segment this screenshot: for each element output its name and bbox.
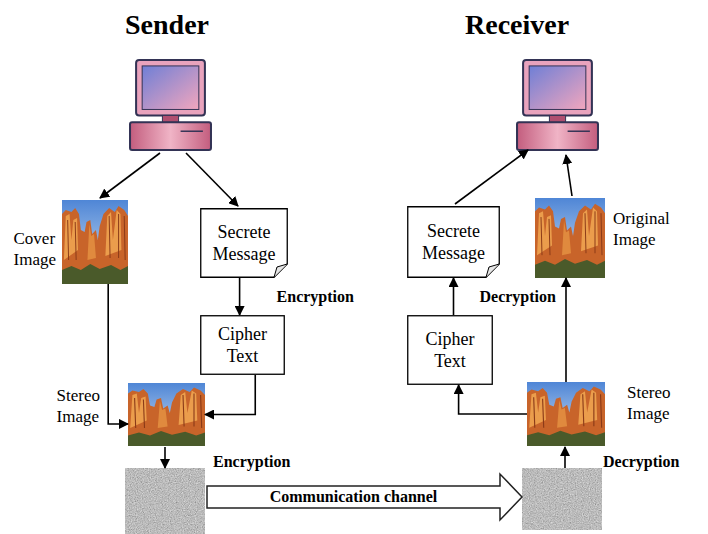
document-shape <box>201 209 288 278</box>
process-box: Cipher Text <box>407 315 493 385</box>
process-box: Cipher Text <box>200 315 285 375</box>
box-outline <box>407 315 493 385</box>
heading: Receiver <box>465 8 569 42</box>
noise-image <box>125 468 205 534</box>
computer-icon <box>517 60 598 150</box>
image-caption: Cover Image <box>14 228 56 270</box>
page-fold <box>274 264 287 277</box>
node-text: Cipher Text <box>426 328 475 372</box>
box-shape <box>408 316 493 385</box>
original-picture <box>535 198 605 278</box>
arrow-connector <box>239 278 241 315</box>
node-text: Secrete Message <box>422 220 485 264</box>
step-label: Encryption <box>213 451 290 473</box>
image-node: Cover Image <box>62 200 128 284</box>
text-holder: Secrete Message <box>200 208 288 278</box>
arrow-connector <box>453 278 455 315</box>
box-outline <box>407 206 500 278</box>
arrow <box>564 447 566 468</box>
edge-label: Encryption <box>275 287 356 307</box>
arrow-connector <box>459 385 527 414</box>
stego-picture <box>527 382 605 446</box>
document-box: Secrete Message <box>407 206 500 278</box>
box-shape <box>201 316 285 375</box>
node-text: Secrete Message <box>213 221 276 265</box>
image-caption: Stereo Image <box>57 385 100 427</box>
arrow-connector <box>565 278 567 382</box>
channel-arrow <box>207 474 522 520</box>
image-caption: Original Image <box>613 208 670 250</box>
cover-picture <box>62 200 128 284</box>
text-holder: Secrete Message <box>407 206 500 278</box>
box-outline <box>200 208 288 278</box>
static-arrows <box>100 150 572 468</box>
step-label: Decryption <box>603 451 679 473</box>
image-node: Original Image <box>535 198 605 278</box>
arrow-connector <box>108 284 128 424</box>
computer-icon <box>130 60 211 150</box>
arrow <box>186 153 238 206</box>
image-node: Stereo Image <box>128 383 205 446</box>
text-holder: Cipher Text <box>200 315 285 375</box>
image-node: Stereo Image <box>527 382 605 446</box>
image-caption: Stereo Image <box>627 382 670 424</box>
arrow <box>566 155 572 196</box>
channel-label: Communication channel <box>207 486 500 508</box>
noise-image <box>522 468 602 530</box>
document-shape <box>408 207 500 278</box>
node-text: Cipher Text <box>218 323 267 367</box>
stego-picture <box>128 383 205 446</box>
page-fold <box>486 264 499 277</box>
document-box: Secrete Message <box>200 208 288 278</box>
heading: Sender <box>125 8 209 42</box>
edge-label: Decryption <box>478 287 558 307</box>
arrow <box>455 150 528 204</box>
arrow <box>164 447 166 468</box>
text-holder: Cipher Text <box>407 315 493 385</box>
arrow <box>100 153 160 198</box>
arrow-connector <box>205 375 255 415</box>
